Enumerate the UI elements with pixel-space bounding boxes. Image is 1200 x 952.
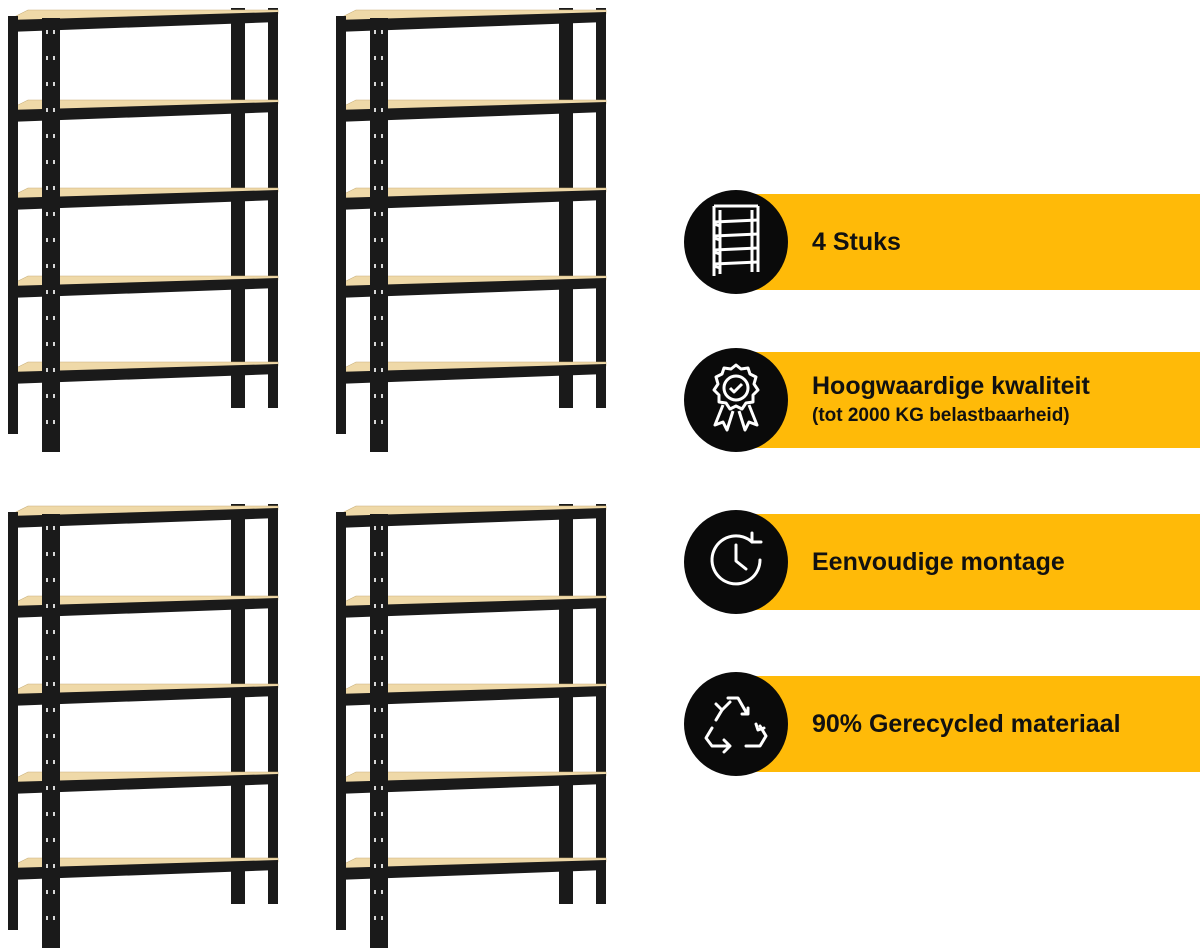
feature-icon-circle [684,510,788,614]
feature-recycled: 90% Gerecycled materiaal [684,672,1200,776]
recycle-icon [702,690,770,759]
feature-band [736,676,1200,772]
feature-title: Hoogwaardige kwaliteit [812,372,1090,400]
shelf-board [7,771,279,794]
shelving-unit-2 [332,4,622,456]
quality-badge-icon [703,361,769,440]
shelf-board [335,99,607,122]
feature-title: Eenvoudige montage [812,548,1065,576]
feature-band [736,352,1200,448]
feature-subtitle: (tot 2000 KG belastbaarheid) [812,405,1070,426]
shelving-unit-3 [4,500,294,952]
shelving-unit-4 [332,500,622,952]
feature-band [736,194,1200,290]
feature-title: 4 Stuks [812,228,901,256]
shelving-icon [704,200,768,285]
feature-icon-circle [684,672,788,776]
feature-title: 90% Gerecycled materiaal [812,710,1121,738]
feature-band [736,514,1200,610]
clock-icon [703,527,769,598]
feature-pieces: 4 Stuks [684,190,1200,294]
shelf-board [335,187,607,210]
feature-quality: Hoogwaardige kwaliteit (tot 2000 KG bela… [684,348,1200,452]
feature-icon-circle [684,190,788,294]
shelf-board [7,857,279,880]
feature-icon-circle [684,348,788,452]
feature-assembly: Eenvoudige montage [684,510,1200,614]
shelf-board [335,771,607,794]
shelving-unit-1 [4,4,294,456]
